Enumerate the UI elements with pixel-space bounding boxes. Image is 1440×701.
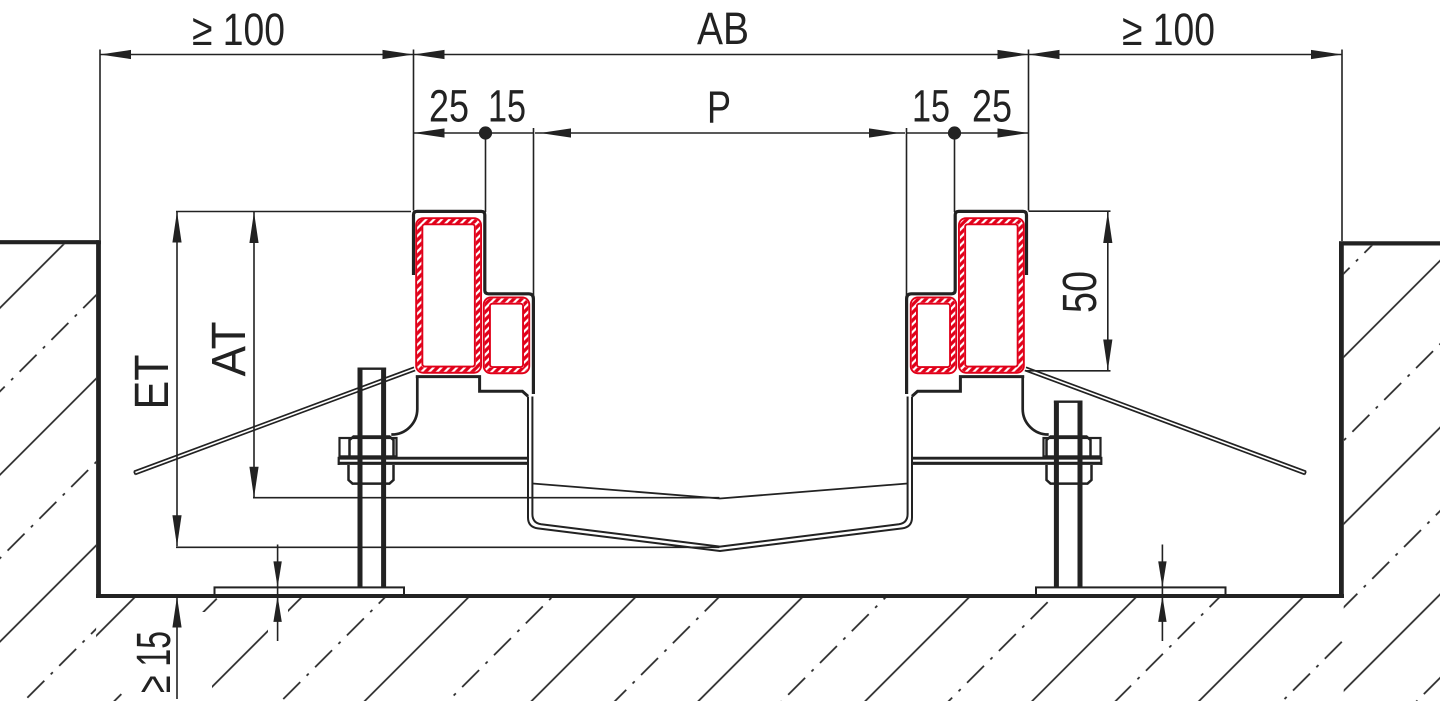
svg-text:≥ 100: ≥ 100: [1122, 4, 1215, 55]
svg-text:≥ 15: ≥ 15: [128, 631, 181, 693]
svg-text:25: 25: [972, 81, 1012, 132]
svg-text:≥ 100: ≥ 100: [192, 4, 285, 55]
svg-text:15: 15: [488, 81, 526, 132]
svg-text:AT: AT: [203, 322, 256, 377]
svg-text:50: 50: [1054, 271, 1107, 313]
svg-text:25: 25: [429, 81, 469, 132]
svg-text:15: 15: [912, 81, 950, 132]
svg-text:AB: AB: [697, 3, 749, 54]
svg-text:ET: ET: [126, 355, 179, 410]
svg-text:P: P: [707, 82, 731, 133]
